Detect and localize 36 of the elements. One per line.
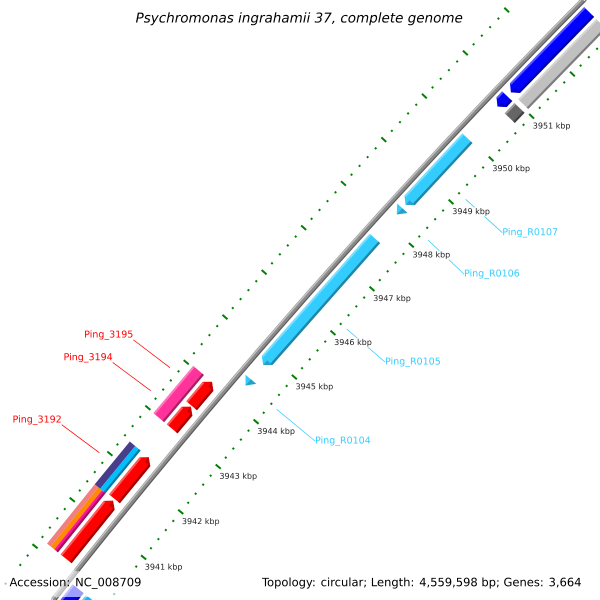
leader-line <box>276 408 316 442</box>
gene-label: Ping_3192 <box>14 415 61 425</box>
gene-bar <box>186 382 214 410</box>
gene-label: Ping_3195 <box>85 330 132 340</box>
footer-text: Topology: circular; Length: 4,559,598 bp; Genes: 3,664 <box>262 577 581 589</box>
tick-label: 3944 kbp <box>256 427 296 436</box>
triangle-marker <box>246 374 256 386</box>
gene-bar <box>496 91 512 107</box>
gene-bar <box>109 457 150 504</box>
footer-text: Accession: NC_008709 <box>10 577 141 589</box>
diamond-marker <box>504 103 525 124</box>
gene-label: Ping_R0105 <box>386 357 440 367</box>
gene-label: Ping_R0104 <box>316 436 370 446</box>
tick-label: 3943 kbp <box>218 472 258 482</box>
tick-label: 3951 kbp <box>532 122 572 131</box>
gene-label: Ping_R0106 <box>464 269 520 279</box>
tick-label: 3948 kbp <box>412 250 451 260</box>
gene-bar <box>166 406 192 434</box>
tick-label: 3941 kbp <box>144 562 184 572</box>
gene-bar <box>404 133 473 206</box>
tick-label: 3950 kbp <box>492 164 531 174</box>
gene-label: Ping_3194 <box>64 352 112 362</box>
tick-label: 3945 kbp <box>294 382 334 392</box>
tick-label: 3949 kbp <box>452 207 491 216</box>
triangle-marker <box>396 204 408 214</box>
leader-line <box>112 362 152 392</box>
leader-line <box>132 339 170 368</box>
gene-label: Ping_R0107 <box>503 228 558 238</box>
tick-label: 3942 kbp <box>181 517 220 526</box>
tick-label: 3946 kbp <box>334 338 372 348</box>
gene-bar <box>82 595 92 600</box>
leader-line <box>61 424 100 454</box>
gene-bar <box>518 19 600 109</box>
tick-label: 3947 kbp <box>372 294 412 304</box>
gene-bar <box>60 500 115 564</box>
title: Psychromonas ingrahamii 37, complete genome <box>136 12 462 26</box>
